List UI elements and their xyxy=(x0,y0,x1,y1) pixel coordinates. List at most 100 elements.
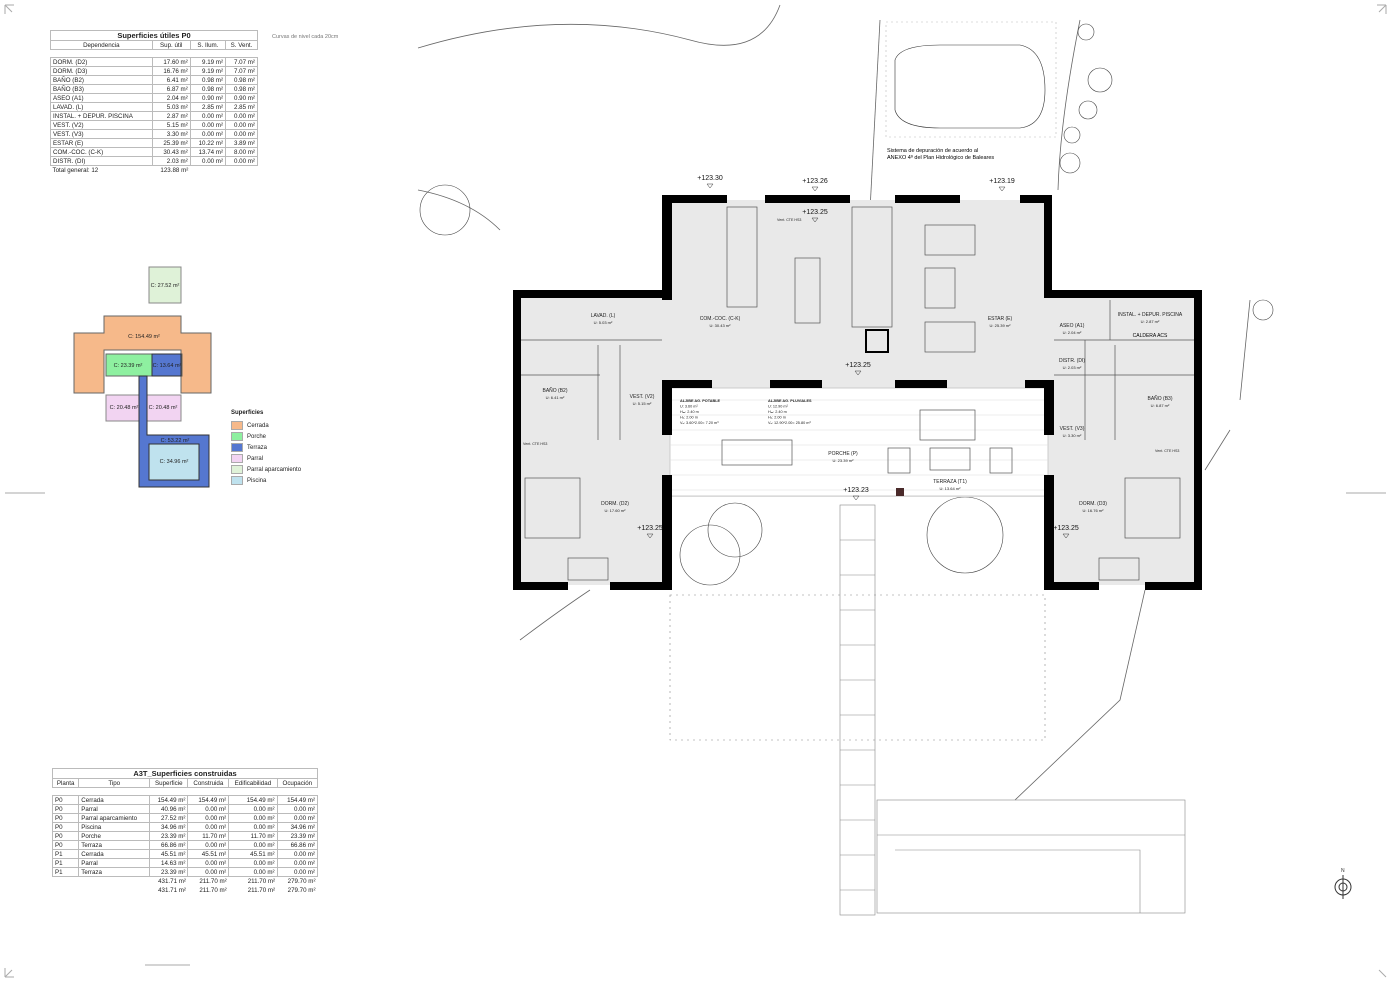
tank-spec: ALJIBE AG. PLUVIALES xyxy=(768,399,812,403)
level-mark: +123.25 xyxy=(845,362,871,369)
tank-spec: U: 12.90 m² xyxy=(768,405,789,409)
room-area: U: 23.39 m² xyxy=(833,458,855,463)
area-label: C: 20.48 m² xyxy=(110,405,139,411)
total-cell: 279.70 m² xyxy=(287,877,316,885)
parking-pergola xyxy=(885,21,1057,138)
total-row: 431.71 m² 211.70 m² 211.70 m² 279.70 m² xyxy=(53,886,318,895)
svg-text:N: N xyxy=(1341,868,1345,874)
total-label: Total general: 12 xyxy=(52,166,99,174)
site-contours xyxy=(417,4,1251,801)
legend-swatch xyxy=(231,454,243,463)
level-triangle-icon xyxy=(811,186,819,192)
level-mark: +123.19 xyxy=(989,178,1015,185)
room-name: COM.-COC. (C-K) xyxy=(700,316,741,322)
tank-spec: Vₐ: 3.60*2.00= 7.20 m³ xyxy=(680,421,719,425)
tank-spec: Vₐ: 12.90*2.00= 25.80 m³ xyxy=(768,421,811,425)
tree-icon xyxy=(1078,100,1098,120)
room-area: U: 16.76 m² xyxy=(1083,508,1105,513)
room-area: U: 6.41 m² xyxy=(546,395,565,400)
room-name: INSTAL. + DEPUR. PISCINA xyxy=(1118,312,1183,318)
room-area: U: 5.03 m² xyxy=(594,320,613,325)
room-area: U: 6.87 m² xyxy=(1151,403,1170,408)
area-label: C: 154.49 m² xyxy=(128,334,160,340)
tank-spec: Hₘ: 2.40 m xyxy=(680,410,699,414)
porch-terrace-floor xyxy=(669,387,1049,497)
level-mark: +123.30 xyxy=(697,175,723,182)
useful-areas-table: Superficies útiles P0 Dependencia Sup. ú… xyxy=(50,30,258,175)
tree-icon xyxy=(1059,152,1081,174)
room-area: U: 25.39 m² xyxy=(990,323,1012,328)
total-cell: 431.71 m² xyxy=(158,877,186,885)
room-name: ASEO (A1) xyxy=(1060,323,1085,329)
level-mark: +123.25 xyxy=(1053,525,1079,532)
total-cell: 211.70 m² xyxy=(199,886,227,894)
tree-icon xyxy=(1077,23,1095,41)
column-header: Planta xyxy=(51,778,80,788)
legend-item: Terraza xyxy=(231,442,301,453)
total-cell: 211.70 m² xyxy=(247,886,276,894)
tree-icon xyxy=(1087,67,1113,93)
room-area: U: 2.04 m² xyxy=(1063,330,1082,335)
legend-item: Parral xyxy=(231,453,301,464)
legend-label: Parral xyxy=(247,455,264,462)
total-cell: 431.71 m² xyxy=(158,886,186,894)
sheet-corner-marks xyxy=(4,4,1387,978)
tank-spec: U: 3.60 m² xyxy=(680,405,698,409)
legend-swatch xyxy=(231,443,243,452)
room-name: TERRAZA (T1) xyxy=(933,479,967,485)
legend-item: Cerrada xyxy=(231,420,301,431)
north-arrow-icon: N xyxy=(1334,868,1352,899)
level-triangle-icon xyxy=(998,186,1006,192)
room-area: U: 13.64 m² xyxy=(940,486,962,491)
legend-item: Porche xyxy=(231,431,301,442)
legend-label: Terraza xyxy=(247,444,268,451)
level-mark: +123.25 xyxy=(802,209,828,216)
column-header: Superficie xyxy=(149,778,189,788)
tank-spec: Hₐ: 2.00 m xyxy=(680,416,698,420)
vent-label: Vent. CTE HS3 xyxy=(1155,449,1179,453)
area-label: C: 27.52 m² xyxy=(151,283,180,289)
room-area: U: 30.43 m² xyxy=(710,323,732,328)
room-name: BAÑO (B2) xyxy=(542,387,567,394)
level-triangle-icon xyxy=(1062,533,1070,539)
level-triangle-icon xyxy=(854,370,862,376)
legend-swatch xyxy=(231,432,243,441)
contour-note: Curvas de nivel cada 20cm xyxy=(272,34,339,40)
caldera-label: CALDERA ACS xyxy=(1133,333,1168,339)
vent-label: Vent. CTE HS3 xyxy=(523,442,547,446)
table-cell: 23.39 m² xyxy=(149,867,189,877)
tree-icon xyxy=(1063,126,1081,144)
area-label: C: 13.64 m² xyxy=(153,363,182,369)
area-label: C: 34.96 m² xyxy=(160,459,189,465)
area-diagram: C: 27.52 m² C: 154.49 m² C: 23.39 m² C: … xyxy=(73,266,212,488)
septic-note: ANEXO 4º del Plan Hidrológico de Baleare… xyxy=(887,154,994,161)
total-row: 431.71 m² 211.70 m² 211.70 m² 279.70 m² xyxy=(53,877,318,886)
tank-spec: ALJIBE AG. POTABLE xyxy=(680,399,721,403)
total-cell: 211.70 m² xyxy=(199,877,227,885)
level-mark: +123.23 xyxy=(843,487,869,494)
area-label: C: 23.39 m² xyxy=(114,363,143,369)
legend-title: Superficies xyxy=(231,410,264,416)
room-name: LAVAD. (L) xyxy=(591,313,616,319)
total-cell: 279.70 m² xyxy=(287,886,316,894)
table-cell: 0.00 m² xyxy=(189,156,227,166)
room-name: DISTR. (DI) xyxy=(1059,358,1085,364)
legend-item: Piscina xyxy=(231,475,301,486)
room-name: VEST. (V3) xyxy=(1060,426,1085,432)
trees xyxy=(419,23,1274,586)
table-cell: P1 xyxy=(51,867,80,877)
level-triangle-icon xyxy=(852,495,860,501)
pool-area xyxy=(148,443,200,481)
closed-area xyxy=(73,315,212,394)
room-name: PORCHE (P) xyxy=(828,451,858,457)
room-name: VEST. (V2) xyxy=(630,394,655,400)
parking-area xyxy=(148,266,182,304)
total-cell: 211.70 m² xyxy=(247,877,276,885)
